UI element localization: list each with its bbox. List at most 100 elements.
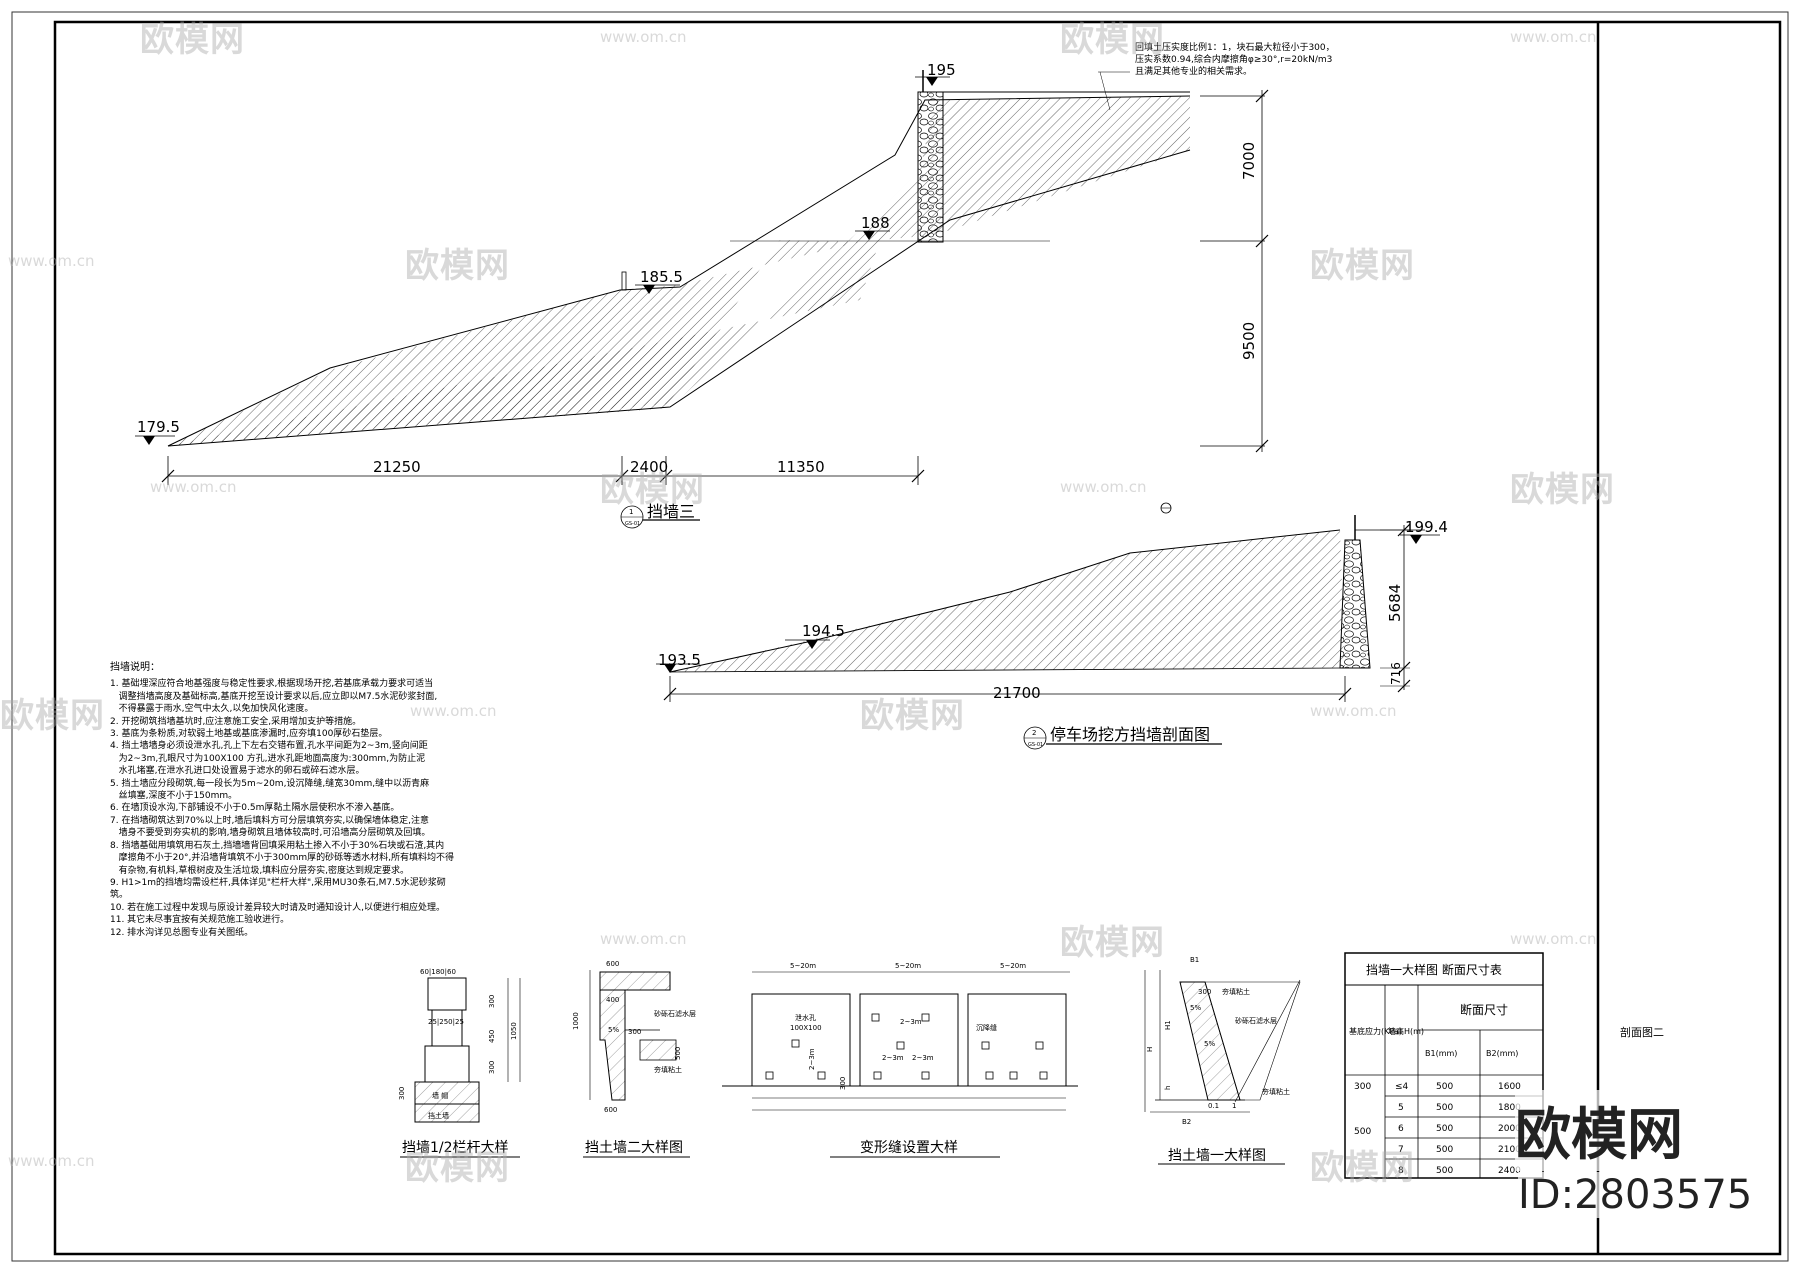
svg-text:500: 500	[1436, 1124, 1453, 1134]
wall-two-dim-3: 500	[674, 1047, 682, 1060]
wall-one-ratio-1: 0.1	[1208, 1102, 1219, 1110]
elev-179-5: 179.5	[137, 418, 180, 436]
wall-two-dim-6: 600	[606, 960, 619, 968]
wall-one-slope-2: 5%	[1204, 1040, 1215, 1048]
section1-dim-h2: 2400	[630, 458, 668, 476]
railing-dim-3: 300	[488, 1061, 496, 1074]
section-2: 199.4 194.5 193.5 5684 716 21700 2 GS-01…	[656, 502, 1448, 750]
table-header-b1: B1(mm)	[1425, 1049, 1457, 1058]
watermark: 欧模网	[140, 20, 245, 60]
watermark-url: www.om.cn	[1510, 930, 1597, 948]
section1-fill-lower	[168, 240, 860, 446]
section2-dim-v1: 5684	[1386, 584, 1404, 622]
section1-title: 挡墙三	[647, 502, 695, 521]
watermark: 欧模网	[1060, 923, 1165, 963]
note-item: 11. 其它未尽事宜按有关规范施工验收进行。	[110, 915, 290, 926]
section2-dim-v2: 716	[1389, 662, 1403, 685]
railing-dim-4: 1050	[510, 1022, 518, 1040]
joint-label-settlement: 沉降缝	[976, 1023, 997, 1032]
section1-circle-sheet: GS-01	[625, 521, 640, 527]
section1-retaining-wall	[917, 91, 944, 243]
svg-text:8: 8	[1398, 1166, 1404, 1176]
watermark: 欧模网	[600, 470, 705, 510]
watermark-url: www.om.cn	[1310, 702, 1397, 720]
watermark: 欧模网	[1310, 1148, 1415, 1188]
wall-two-label-gravel: 砂砾石滤水层	[654, 1009, 696, 1018]
joint-title: 变形缝设置大样	[860, 1140, 958, 1156]
railing-dim-6: 25|250|25	[428, 1018, 464, 1026]
railing-label-cap: 墙 帽	[432, 1091, 448, 1100]
wall-one-dim-300: 300	[1198, 988, 1211, 996]
elev-marker-195	[926, 77, 938, 86]
joint-label-drain: 泄水孔	[795, 1013, 816, 1022]
note-item: 3. 基底为条粉质,对软弱土地基或基底渗漏时,应夯填100厚砂石垫层。	[110, 729, 388, 740]
wall-two-dim-2: 300	[628, 1028, 641, 1036]
section1-dim-h1: 21250	[373, 458, 421, 476]
table-row: 7 500 2100	[1398, 1145, 1521, 1155]
design-notes: 挡墙说明： 1. 基础埋深应符合地基强度与稳定性要求,根据现场开挖,若基底承载力…	[110, 662, 460, 939]
wall-two-slope: 5%	[608, 1026, 619, 1034]
svg-text:500: 500	[1436, 1103, 1453, 1113]
note-item: 5. 挡土墙应分段砌筑,每一段长为5m~20m,设沉降缝,缝宽30mm,缝中以沥…	[110, 778, 430, 802]
svg-text:2000: 2000	[1498, 1124, 1521, 1134]
watermark-url: www.om.cn	[8, 1152, 95, 1170]
svg-text:300: 300	[1354, 1082, 1371, 1092]
detail-wall-one: 夯填粘土 砂砾石滤水层 夯填粘土 B1 H1 H h B2 5% 5% 0.1 …	[1144, 956, 1301, 1165]
watermark: 欧模网	[0, 696, 105, 736]
railing-dim-2: 450	[488, 1030, 496, 1043]
svg-text:6: 6	[1398, 1124, 1404, 1134]
section1-note-line1: 回填土压实度比例1：1，块石最大粒径小于300，	[1135, 41, 1335, 53]
watermark-url: www.om.cn	[1060, 478, 1147, 496]
table-row: 300 ≤4 500 1600	[1354, 1082, 1521, 1092]
joint-label-spacing-4: 2~3m	[808, 1048, 816, 1070]
wall-two-title: 挡土墙二大样图	[585, 1140, 683, 1156]
table-header-pressure: 基底应力(KPa)	[1349, 1026, 1402, 1036]
table-row: 8 500 2400	[1398, 1166, 1521, 1176]
railing-top-label: 60|180|60	[420, 968, 456, 976]
watermark-url: www.om.cn	[150, 478, 237, 496]
section2-title: 停车场挖方挡墙剖面图	[1050, 725, 1210, 744]
elev-195: 195	[927, 61, 956, 79]
watermark-url: www.om.cn	[410, 702, 497, 720]
joint-label-300: 300	[839, 1077, 847, 1090]
wall-one-dim-h: H	[1146, 1047, 1154, 1052]
section1-note-line3: 且满足其他专业的相关需求。	[1135, 65, 1252, 77]
table-header-section: 断面尺寸	[1460, 1002, 1508, 1017]
wall-one-ratio-2: 1	[1232, 1102, 1236, 1110]
note-item: 12. 排水沟详见总图专业有关图纸。	[110, 927, 254, 938]
elev-185-5: 185.5	[640, 268, 683, 286]
section2-circle-num: 2	[1032, 729, 1036, 737]
elev-marker-179	[143, 436, 155, 445]
elev-marker-185	[643, 285, 655, 294]
railing-label-wall: 挡土墙	[428, 1111, 449, 1120]
wall-one-dim-b2: B2	[1182, 1118, 1191, 1126]
svg-text:500: 500	[1436, 1082, 1453, 1092]
railing-dim-5: 300	[398, 1087, 406, 1100]
wall-two-label-clay: 夯填粘土	[654, 1065, 682, 1074]
watermark: 欧模网	[860, 696, 965, 736]
watermark-url: www.om.cn	[8, 252, 95, 270]
watermark-url: www.om.cn	[600, 930, 687, 948]
brand-wordmark: 欧模网	[1515, 1090, 1683, 1171]
table-row: 6 500 2000	[1398, 1124, 1521, 1134]
svg-text:500: 500	[1354, 1127, 1371, 1137]
detail-joint: 5~20m 5~20m 5~20m 泄水孔 100X100 2~3m 2~3m …	[722, 962, 1078, 1158]
elev-marker-199	[1410, 535, 1422, 544]
joint-label-spacing-2: 2~3m	[882, 1054, 904, 1062]
section1-dim-h3: 11350	[777, 458, 825, 476]
watermark: 欧模网	[405, 246, 510, 286]
detail-wall-two: 砂砾石滤水层 夯填粘土 400 300 500 5% 600 1000 600 …	[572, 960, 696, 1158]
svg-text:2400: 2400	[1498, 1166, 1521, 1176]
wall-two-dim-4: 600	[604, 1106, 617, 1114]
joint-label-size: 100X100	[790, 1024, 822, 1032]
section1-excavation-line	[167, 149, 1191, 447]
joint-span-3: 5~20m	[1000, 962, 1026, 970]
note-item: 8. 挡墙基础用填筑用石灰土,挡墙墙背回填采用粘土掺入不小于30%石块或石渣,其…	[110, 840, 454, 876]
wall-one-dim-h1: H1	[1164, 1020, 1172, 1030]
joint-label-spacing-3: 2~3m	[912, 1054, 934, 1062]
section1-dim-v1: 7000	[1240, 142, 1258, 180]
watermark: 欧模网	[1060, 20, 1165, 60]
svg-text:500: 500	[1436, 1145, 1453, 1155]
section1-circle-num: 1	[629, 508, 633, 516]
